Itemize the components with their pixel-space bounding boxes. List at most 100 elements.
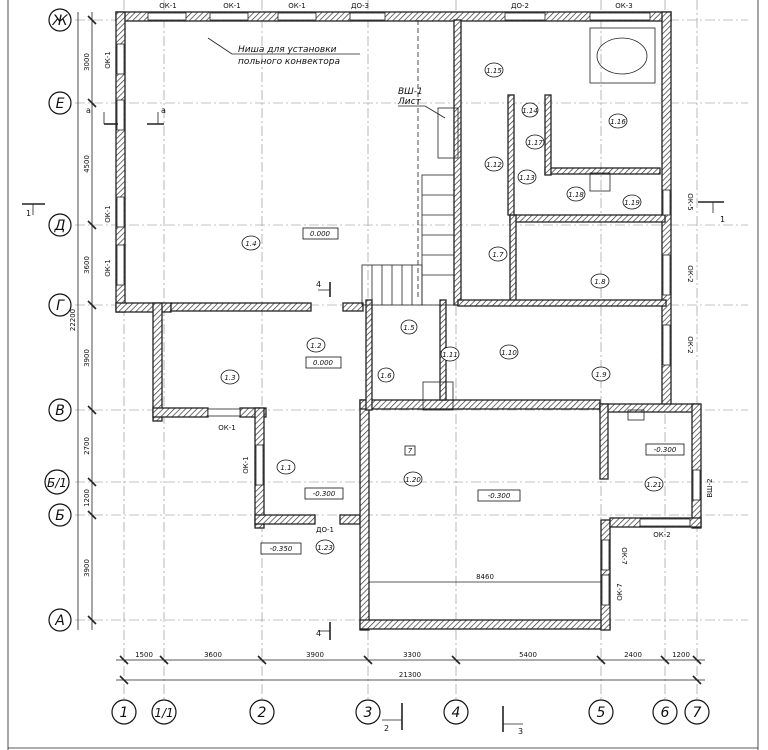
axis-marker: Е — [48, 91, 72, 115]
svg-text:а: а — [86, 106, 91, 115]
svg-text:ДО-2: ДО-2 — [511, 2, 529, 10]
svg-text:3000: 3000 — [83, 53, 91, 71]
svg-text:ОК-1: ОК-1 — [288, 2, 305, 10]
room-label: 1.2 — [306, 337, 326, 353]
svg-text:Е: Е — [56, 96, 65, 112]
level-mark: 0.000 — [305, 356, 342, 369]
vertical-axis-markers: 1 1/1 2 3 4 5 6 7 — [111, 699, 710, 725]
room-label: 1.7 — [488, 246, 508, 262]
svg-text:Г: Г — [56, 298, 65, 314]
svg-text:польного конвектора: польного конвектора — [238, 57, 340, 67]
svg-text:3900: 3900 — [83, 559, 91, 577]
level-mark: -0.300 — [645, 443, 685, 456]
svg-text:ОК-1: ОК-1 — [104, 205, 112, 222]
svg-text:8460: 8460 — [476, 573, 494, 581]
svg-text:1200: 1200 — [672, 651, 690, 659]
svg-text:22200: 22200 — [69, 309, 77, 331]
svg-text:3900: 3900 — [83, 349, 91, 367]
room-labels: 1.1 1.2 1.3 1.4 1.5 1.6 1.7 1.8 1.9 1.10… — [220, 62, 664, 555]
svg-text:-0.300: -0.300 — [313, 490, 336, 498]
svg-text:1: 1 — [26, 209, 31, 218]
svg-text:ВШ-2: ВШ-2 — [706, 478, 714, 497]
svg-text:ОК-1: ОК-1 — [218, 424, 235, 432]
svg-text:2700: 2700 — [83, 437, 91, 455]
svg-text:4: 4 — [316, 280, 321, 289]
svg-text:3600: 3600 — [204, 651, 222, 659]
svg-text:ОК-2: ОК-2 — [653, 531, 670, 539]
level-mark: -0.300 — [477, 489, 521, 502]
axis-marker: 1 — [111, 699, 137, 725]
room-label: 1.4 — [241, 235, 261, 251]
svg-text:0.000: 0.000 — [310, 230, 331, 238]
svg-text:1.16: 1.16 — [610, 118, 626, 126]
svg-text:ДО-1: ДО-1 — [316, 526, 334, 534]
axis-marker: Б/1 — [44, 469, 70, 495]
axis-marker: 2 — [249, 699, 275, 725]
svg-text:4: 4 — [316, 629, 321, 638]
room-label: 1.5 — [400, 319, 418, 335]
svg-text:А: А — [54, 613, 65, 629]
svg-text:ОК-3: ОК-3 — [615, 2, 632, 10]
room-label: 1.1 — [276, 459, 296, 475]
windows — [116, 12, 701, 606]
svg-text:-0.350: -0.350 — [270, 545, 293, 553]
svg-text:ДО-3: ДО-3 — [351, 2, 369, 10]
room-label: 1.12 — [484, 156, 504, 172]
svg-text:1.20: 1.20 — [405, 476, 421, 484]
svg-text:1.6: 1.6 — [380, 372, 392, 380]
svg-text:3300: 3300 — [403, 651, 421, 659]
room-label: 1.18 — [566, 186, 586, 202]
svg-text:1.14: 1.14 — [522, 107, 538, 115]
room-label: 1.8 — [590, 273, 610, 289]
shaft-label: ВШ-1 Лист — [397, 87, 446, 119]
svg-text:6: 6 — [661, 705, 670, 721]
svg-text:1.3: 1.3 — [224, 374, 235, 382]
svg-text:3: 3 — [364, 705, 373, 721]
level-mark: -0.350 — [260, 542, 302, 555]
stair-tag: 7 — [404, 445, 416, 456]
room-label: 1.13 — [517, 169, 537, 185]
fixtures — [422, 27, 656, 421]
room-label: 1.19 — [622, 194, 642, 210]
svg-text:1.2: 1.2 — [310, 342, 322, 350]
room-label: 1.3 — [220, 369, 240, 385]
svg-text:ОК-7: ОК-7 — [616, 583, 624, 600]
axis-marker: Ж — [48, 8, 72, 32]
svg-text:ОК-1: ОК-1 — [104, 259, 112, 276]
convector-note: Ниша для установки польного конвектора — [207, 37, 360, 67]
svg-text:5: 5 — [597, 705, 606, 721]
svg-text:В: В — [55, 403, 65, 419]
svg-text:1.4: 1.4 — [245, 240, 256, 248]
svg-text:-0.300: -0.300 — [654, 446, 677, 454]
svg-text:1.7: 1.7 — [492, 251, 504, 259]
svg-text:1.9: 1.9 — [595, 371, 607, 379]
svg-text:3900: 3900 — [306, 651, 324, 659]
svg-text:1.18: 1.18 — [568, 191, 584, 199]
level-mark: -0.300 — [304, 487, 344, 500]
svg-text:1: 1 — [120, 705, 129, 721]
svg-text:ВШ-1: ВШ-1 — [398, 87, 423, 97]
svg-text:3: 3 — [518, 727, 523, 736]
horizontal-axis-markers: Ж Е Д Г В Б/1 Б А — [44, 8, 72, 632]
svg-text:5400: 5400 — [519, 651, 537, 659]
svg-text:1500: 1500 — [135, 651, 153, 659]
axis-marker: Д — [48, 213, 72, 237]
svg-text:Б/1: Б/1 — [47, 476, 67, 490]
svg-text:1.12: 1.12 — [486, 161, 502, 169]
room-label: 1.10 — [499, 344, 519, 360]
window-labels: ОК-1 ОК-1 ОК-1 ДО-3 ДО-2 ОК-3 ОК-1 ОК-1 … — [104, 2, 714, 601]
svg-text:1/1: 1/1 — [154, 706, 173, 720]
room-label: 1.17 — [525, 134, 545, 150]
svg-text:Д: Д — [54, 218, 66, 234]
svg-text:Ж: Ж — [51, 13, 68, 29]
svg-text:а: а — [161, 106, 166, 115]
svg-text:ОК-1: ОК-1 — [159, 2, 176, 10]
svg-text:1: 1 — [720, 215, 725, 224]
room-label: 1.15 — [484, 62, 504, 78]
svg-text:2: 2 — [258, 705, 267, 721]
section-marks: 1 1 4 4 2 3 а а — [22, 106, 725, 736]
svg-text:1.19: 1.19 — [624, 199, 640, 207]
walls — [115, 11, 702, 631]
svg-text:ОК-7: ОК-7 — [620, 547, 628, 564]
